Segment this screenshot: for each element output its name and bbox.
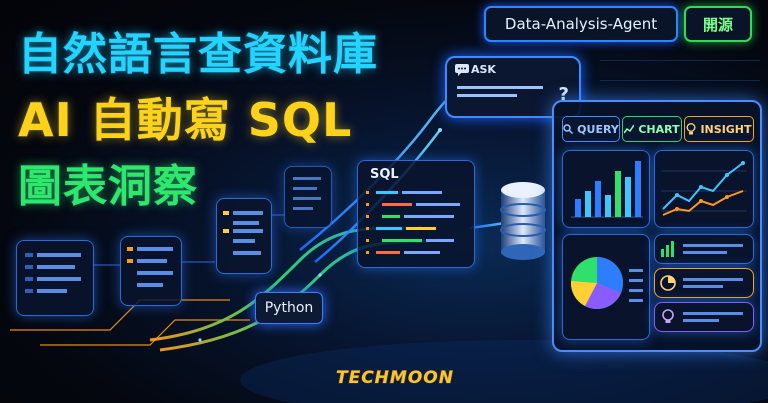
python-chip: Python xyxy=(255,292,323,324)
headline-line-3: 圖表洞察 xyxy=(17,160,198,213)
dashboard-panel: QUERY CHART INSIGHT xyxy=(552,100,762,352)
techmoon-logo: TECHMOON xyxy=(336,368,454,389)
tab-query: QUERY xyxy=(562,116,620,142)
headline-line-1: 自然語言查資料庫 xyxy=(17,28,378,81)
chat-icon xyxy=(455,64,469,76)
sql-panel-title: SQL xyxy=(370,167,399,182)
tab-insight-label: INSIGHT xyxy=(700,122,752,136)
table-rows xyxy=(223,211,263,255)
question-mark-icon: ? xyxy=(558,84,569,105)
data-table-1 xyxy=(16,240,94,316)
insight-row-idea xyxy=(654,302,754,332)
pie-chart-card xyxy=(562,234,650,340)
database-icon xyxy=(500,182,546,260)
data-table-2 xyxy=(120,236,182,306)
table-rows xyxy=(293,177,321,210)
headline-line-2: AI 自動寫 SQL xyxy=(17,92,353,148)
bar-chart-graphic xyxy=(571,161,643,218)
line-chart-card xyxy=(654,150,754,228)
insight-row-trend xyxy=(654,234,754,264)
open-source-badge: 開源 xyxy=(684,6,752,42)
trend-icon xyxy=(624,124,635,134)
lightbulb-icon xyxy=(686,123,696,135)
ask-label: ASK xyxy=(471,63,496,76)
pie-icon xyxy=(570,257,643,309)
data-table-3 xyxy=(216,198,272,274)
tab-query-label: QUERY xyxy=(577,122,619,136)
sql-code-lines xyxy=(366,191,460,254)
trend-icon xyxy=(661,241,743,257)
agent-name-badge: Data-Analysis-Agent xyxy=(484,6,678,42)
lightbulb-icon xyxy=(662,309,743,323)
tab-chart: CHART xyxy=(622,116,682,142)
pie-icon xyxy=(660,275,743,291)
table-rows xyxy=(127,247,173,287)
bar-chart-card xyxy=(562,150,650,228)
data-table-4 xyxy=(284,166,332,228)
line-chart-graphic xyxy=(661,161,747,216)
tab-chart-label: CHART xyxy=(638,122,680,136)
tab-insight: INSIGHT xyxy=(684,116,754,142)
table-rows xyxy=(25,253,81,293)
sql-panel: SQL xyxy=(357,160,475,268)
ask-text-lines xyxy=(457,86,543,97)
insight-row-pie xyxy=(654,268,754,298)
search-icon xyxy=(563,124,574,134)
